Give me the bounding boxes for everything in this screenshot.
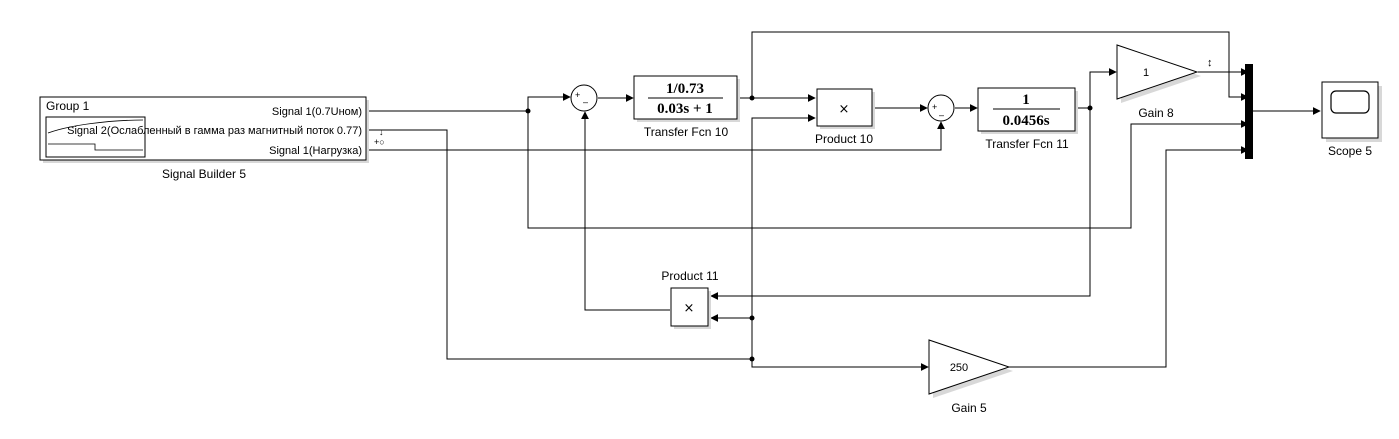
signal-builder-block[interactable]: Group 1 Signal 1(0.7Uном) Signal 2(Ослаб… [39,96,369,181]
branch-point [749,356,755,362]
branch-point [525,108,531,114]
updown-arrow-marker: ↕ [1207,57,1213,69]
signal-builder-group: Group 1 [46,99,90,113]
product10-name: Product 10 [815,132,873,146]
wire-signal2-gain5[interactable] [366,129,929,371]
tf11-denominator: 0.0456s [1002,113,1049,129]
tf11-name: Transfer Fcn 11 [985,137,1069,151]
transfer-fcn-11-block[interactable]: 1 0.0456s Transfer Fcn 11 [977,87,1078,151]
gain8-value: 1 [1143,67,1149,79]
sum-b-minus-sign: – [939,110,944,120]
mux-block[interactable] [1245,64,1253,159]
wire-product11-sum-a[interactable] [581,111,670,311]
product-11-block[interactable]: × Product 11 [661,269,719,329]
wire-signal3-sum-b[interactable] [366,121,945,151]
product10-symbol: × [839,102,850,117]
wire-signal1-to-mux[interactable] [527,111,1249,229]
sum-b-plus-sign: + [932,102,937,112]
scope-screen-icon [1330,90,1370,114]
scope-5-block[interactable]: Scope 5 [1321,81,1382,158]
sum-a-minus-sign: – [583,97,588,107]
gain5-value: 250 [950,362,968,374]
sum-a-plus-sign: + [575,90,580,100]
branch-point [749,315,755,321]
tf11-numerator: 1 [1022,92,1030,108]
signal-builder-name: Signal Builder 5 [162,167,246,181]
branch-point [1087,105,1093,111]
plus-circle-marker: +○ [374,137,385,147]
wire-signal1-sum-a[interactable] [366,93,571,112]
sum-block-b[interactable]: + – [927,94,955,122]
scope-name: Scope 5 [1328,144,1372,158]
wire-tf10-mux[interactable] [751,31,1249,101]
wire-branch-product10[interactable] [751,114,816,367]
branch-point [749,95,755,101]
gain8-name: Gain 8 [1138,106,1174,120]
tf10-numerator: 1/0.73 [666,81,704,97]
wire-gain5-mux[interactable] [1009,146,1249,368]
signal-wires [366,31,1321,371]
transfer-fcn-10-block[interactable]: 1/0.73 0.03s + 1 Transfer Fcn 10 [633,75,740,139]
gain-5-block[interactable]: 250 Gain 5 [928,339,1013,415]
down-arrow-marker: ↓ [379,127,384,137]
product11-symbol: × [684,301,695,316]
sum-block-a[interactable]: + – [570,84,598,112]
signal-builder-port-3: Signal 1(Нагрузка) [269,145,362,157]
product11-name: Product 11 [661,269,718,283]
tf10-denominator: 0.03s + 1 [657,101,713,117]
gain-8-block[interactable]: 1 Gain 8 [1116,44,1201,120]
signal-builder-port-1: Signal 1(0.7Uном) [272,106,362,118]
signal-builder-port-2: Signal 2(Ослабленный в гамма раз магнитн… [67,125,362,137]
wire-tf11-product11[interactable] [710,108,1091,300]
gain5-name: Gain 5 [951,401,987,415]
wire-tf11-gain8[interactable] [1075,68,1117,109]
tf10-name: Transfer Fcn 10 [644,125,729,139]
product-10-block[interactable]: × Product 10 [815,88,875,146]
